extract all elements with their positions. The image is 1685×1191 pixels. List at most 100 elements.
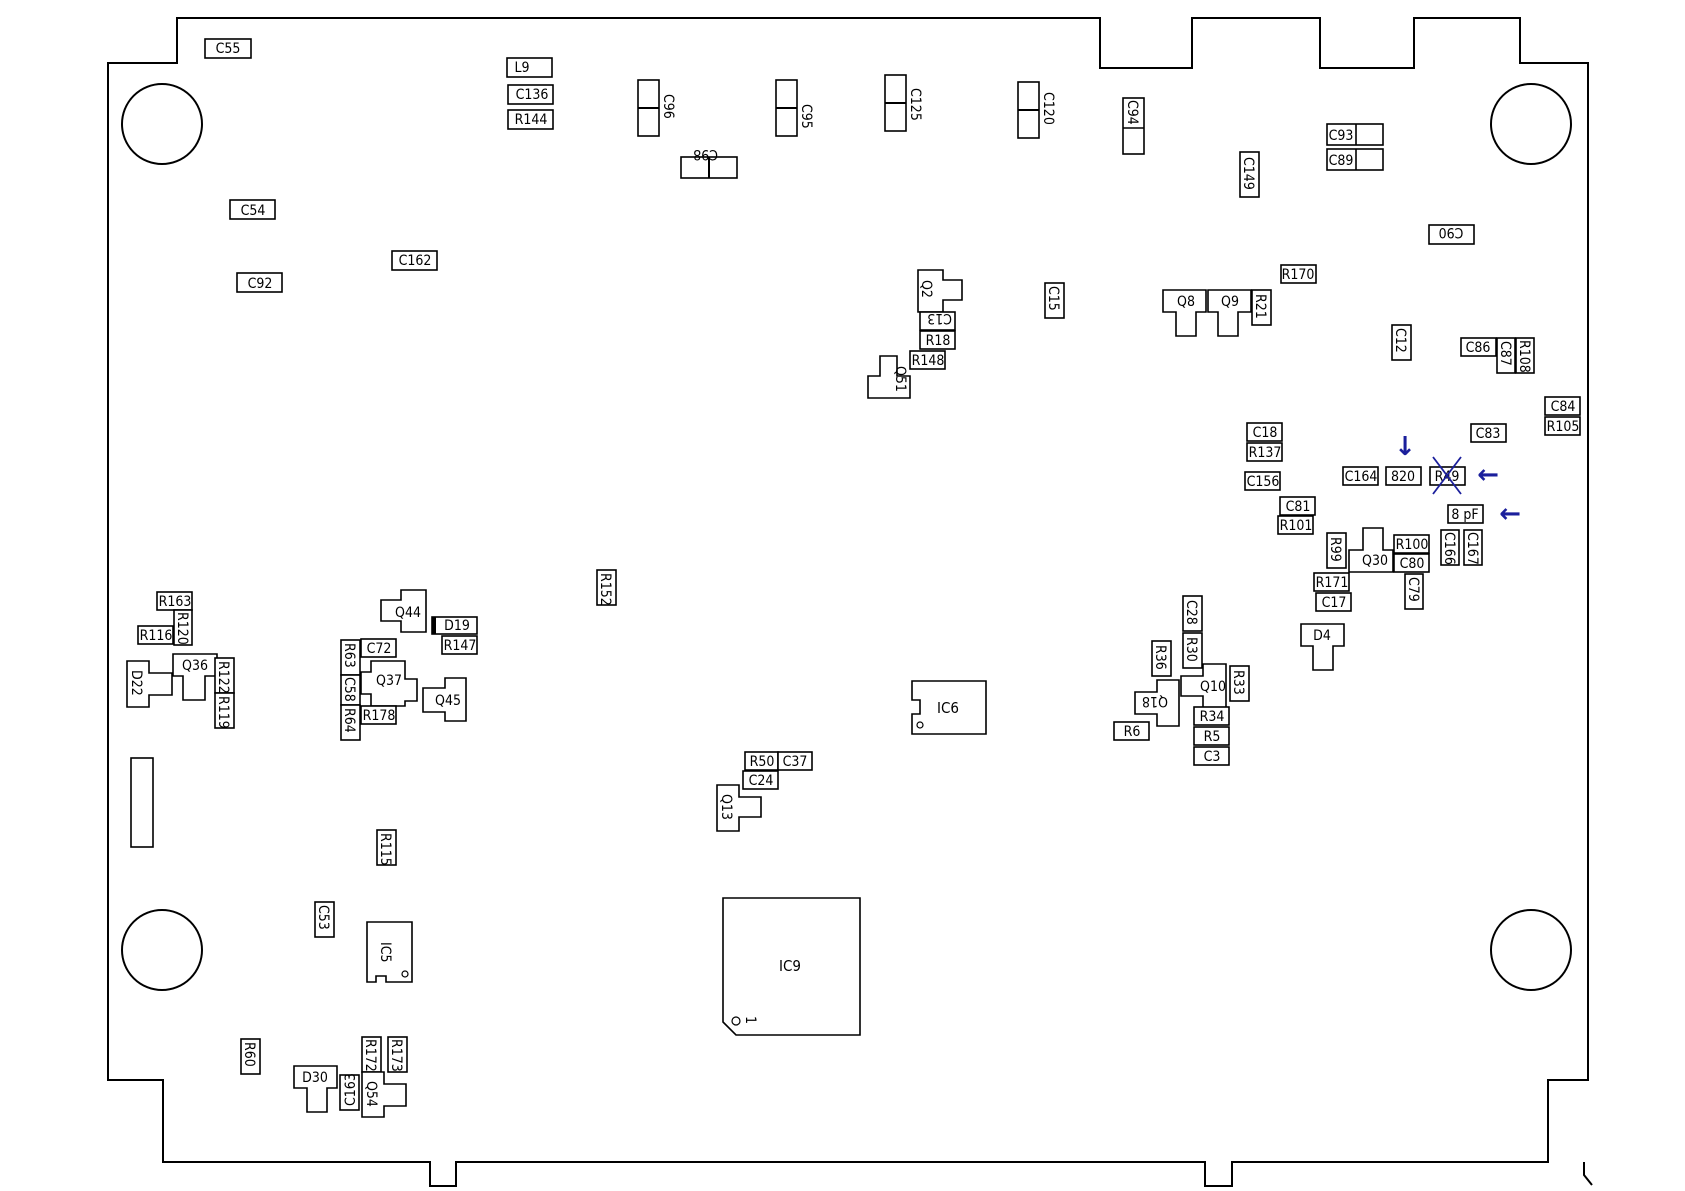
part-R30[interactable]: R30 bbox=[1182, 632, 1203, 669]
part-R36[interactable]: R36 bbox=[1151, 640, 1172, 677]
part-R173[interactable]: R173 bbox=[387, 1036, 408, 1073]
part-C162[interactable]: C162 bbox=[391, 250, 438, 271]
part-R170[interactable]: R170 bbox=[1280, 264, 1317, 284]
part-Q2[interactable]: Q2 bbox=[917, 269, 963, 313]
part-R60[interactable]: R60 bbox=[240, 1038, 261, 1075]
part-R6[interactable]: R6 bbox=[1113, 721, 1150, 741]
part-C92[interactable]: C92 bbox=[236, 272, 283, 293]
part-C13[interactable]: C13 bbox=[919, 310, 956, 331]
part-C53[interactable]: C53 bbox=[314, 901, 335, 938]
arrow-down-annotation: ↓ bbox=[1394, 432, 1416, 462]
part-R108[interactable]: R108 bbox=[1515, 337, 1535, 374]
part-C81[interactable]: C81 bbox=[1279, 496, 1316, 516]
part-C167[interactable]: C167 bbox=[1463, 529, 1483, 566]
part-R100[interactable]: R100 bbox=[1393, 534, 1430, 554]
part-R5[interactable]: R5 bbox=[1193, 726, 1230, 746]
part-C125[interactable]: C125 bbox=[884, 74, 923, 132]
part-C120[interactable]: C120 bbox=[1017, 81, 1056, 139]
part-C86[interactable]: C86 bbox=[1460, 337, 1497, 357]
part-Q54[interactable]: Q54 bbox=[361, 1071, 407, 1118]
part-C12[interactable]: C12 bbox=[1391, 324, 1412, 361]
part-C149[interactable]: C149 bbox=[1239, 151, 1260, 198]
part-R171[interactable]: R171 bbox=[1313, 572, 1350, 592]
part-R21[interactable]: R21 bbox=[1251, 289, 1272, 326]
part-R99[interactable]: R99 bbox=[1326, 532, 1347, 569]
part-R144[interactable]: R144 bbox=[507, 109, 554, 130]
part-C79[interactable]: C79 bbox=[1404, 573, 1424, 610]
ref-label: D4 bbox=[1313, 628, 1331, 644]
part-R115[interactable]: R115 bbox=[376, 829, 397, 866]
part-C96[interactable]: C96 bbox=[637, 79, 676, 137]
part-R33[interactable]: R33 bbox=[1229, 665, 1250, 702]
part-D22[interactable]: D22 bbox=[126, 660, 173, 708]
part-C94[interactable]: C94 bbox=[1122, 97, 1145, 155]
part-R34[interactable]: R34 bbox=[1193, 706, 1230, 726]
part-D4[interactable]: D4 bbox=[1300, 623, 1345, 671]
part-Q30[interactable]: Q30 bbox=[1348, 527, 1394, 573]
part-C156[interactable]: C156 bbox=[1244, 471, 1281, 491]
part-R64[interactable]: R64 bbox=[340, 704, 361, 741]
part-R116[interactable]: R116 bbox=[137, 625, 174, 645]
part-R120[interactable]: R120 bbox=[173, 609, 193, 646]
part-IC6[interactable]: IC6 bbox=[911, 680, 987, 735]
part-Q44[interactable]: Q44 bbox=[380, 589, 427, 633]
part-C89[interactable]: C89 bbox=[1326, 148, 1384, 171]
part-IC9[interactable]: IC9 1 bbox=[722, 897, 861, 1036]
part-IC5[interactable]: IC5 bbox=[366, 921, 413, 983]
part-Q36[interactable]: Q36 bbox=[172, 653, 218, 701]
part-C93[interactable]: C93 bbox=[1326, 123, 1384, 146]
part-L9[interactable]: L9 bbox=[506, 57, 553, 78]
part-C15[interactable]: C15 bbox=[1044, 282, 1065, 319]
part-C54[interactable]: C54 bbox=[229, 199, 276, 220]
part-R63[interactable]: R63 bbox=[340, 639, 361, 676]
ref-label: Q18 bbox=[1142, 693, 1168, 709]
part-Q18[interactable]: Q18 bbox=[1134, 679, 1180, 727]
part-R148[interactable]: R148 bbox=[909, 350, 946, 370]
part-R50[interactable]: R50 bbox=[744, 751, 779, 771]
part-R152[interactable]: R152 bbox=[596, 569, 617, 606]
part-820[interactable]: 820 bbox=[1385, 466, 1422, 486]
part-R178[interactable]: R178 bbox=[360, 705, 397, 725]
part-R101[interactable]: R101 bbox=[1277, 515, 1314, 535]
part-C3[interactable]: C3 bbox=[1193, 746, 1230, 766]
part-R18[interactable]: R18 bbox=[919, 330, 956, 350]
part-C98[interactable]: C98 bbox=[680, 146, 738, 179]
part-D19[interactable]: D19 bbox=[431, 616, 478, 635]
part-C95[interactable]: C95 bbox=[775, 79, 814, 137]
part-C90[interactable]: C90 bbox=[1428, 224, 1475, 245]
part-Q8[interactable]: Q8 bbox=[1162, 289, 1207, 337]
part-8pF[interactable]: 8 pF bbox=[1447, 504, 1484, 524]
part-Q37[interactable]: Q37 bbox=[360, 660, 418, 707]
part-C28[interactable]: C28 bbox=[1182, 595, 1203, 632]
part-R172[interactable]: R172 bbox=[361, 1036, 382, 1073]
part-Q13[interactable]: Q13 bbox=[716, 784, 762, 832]
part-Q51[interactable]: Q51 bbox=[867, 355, 911, 399]
part-C17[interactable]: C17 bbox=[1315, 592, 1352, 612]
part-C72[interactable]: C72 bbox=[360, 638, 397, 658]
part-C18[interactable]: C18 bbox=[1246, 422, 1283, 442]
part-C163[interactable]: C163 bbox=[339, 1073, 360, 1111]
part-C164[interactable]: C164 bbox=[1342, 466, 1379, 486]
part-C55[interactable]: C55 bbox=[204, 38, 252, 59]
part-R119[interactable]: R119 bbox=[214, 692, 235, 729]
ref-label: R100 bbox=[1396, 537, 1429, 553]
part-R105[interactable]: R105 bbox=[1544, 416, 1581, 436]
part-R147[interactable]: R147 bbox=[441, 635, 478, 655]
part-C58[interactable]: C58 bbox=[340, 674, 361, 706]
part-R137[interactable]: R137 bbox=[1246, 442, 1283, 462]
part-Q10[interactable]: Q10 bbox=[1180, 663, 1227, 711]
part-D30[interactable]: D30 bbox=[293, 1065, 338, 1113]
part-C80[interactable]: C80 bbox=[1393, 553, 1430, 573]
part-C84[interactable]: C84 bbox=[1544, 396, 1581, 416]
ref-label: R36 bbox=[1152, 645, 1168, 670]
part-Q9[interactable]: Q9 bbox=[1207, 289, 1252, 337]
part-C136[interactable]: C136 bbox=[507, 84, 554, 105]
part-R163[interactable]: R163 bbox=[156, 591, 193, 611]
part-R122[interactable]: R122 bbox=[214, 657, 235, 694]
part-C24[interactable]: C24 bbox=[742, 770, 779, 790]
part-C87[interactable]: C87 bbox=[1496, 337, 1516, 374]
part-Q45[interactable]: Q45 bbox=[422, 677, 467, 722]
part-C37[interactable]: C37 bbox=[777, 751, 813, 771]
part-C166[interactable]: C166 bbox=[1440, 529, 1460, 566]
part-C83[interactable]: C83 bbox=[1470, 423, 1507, 443]
